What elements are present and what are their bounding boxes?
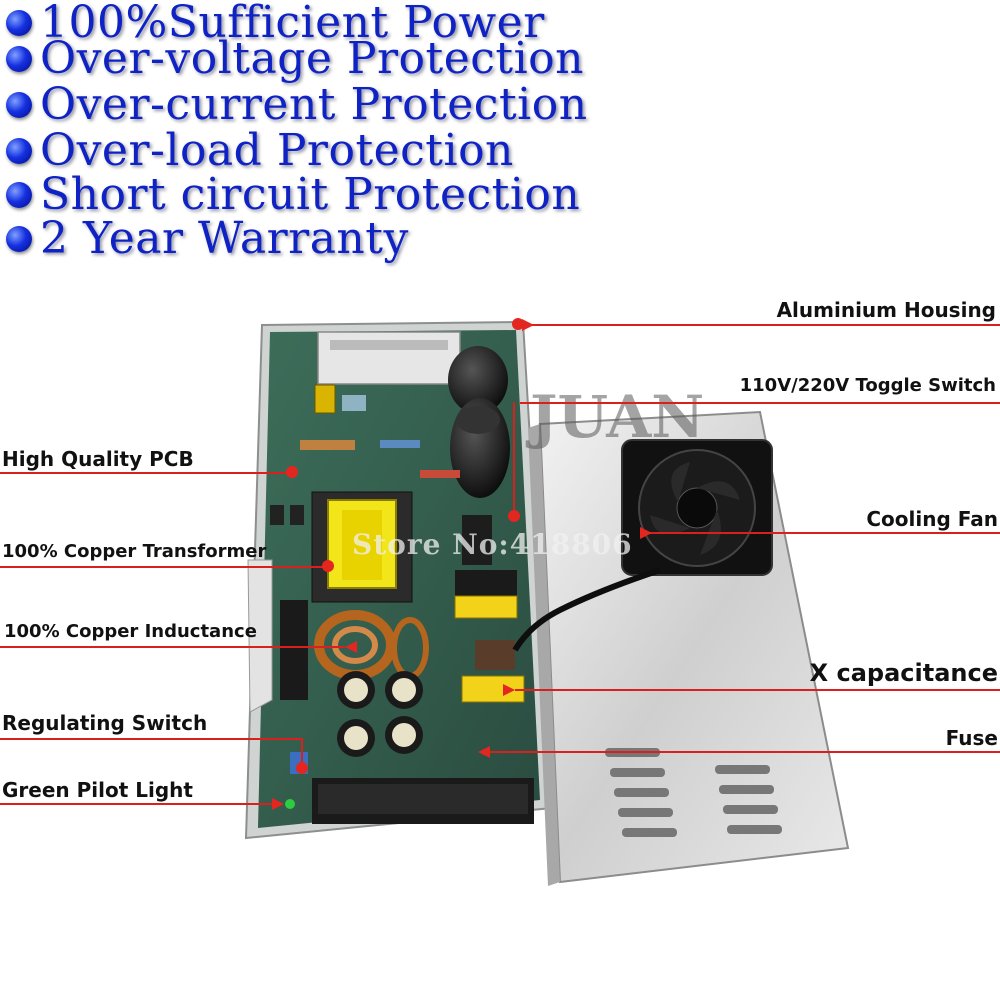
bullet-icon [6,46,32,72]
arrow-icon [522,319,534,331]
bullet-icon [6,138,32,164]
feature-text: Over-voltage Protection [40,33,584,84]
yellow-capacitor [454,595,518,619]
arrow-icon [272,798,284,810]
leader-line [530,324,1000,326]
leader-line [513,402,515,514]
arrow-icon [503,684,515,696]
leader-line [515,689,1000,691]
transformer [311,491,413,603]
callout-cooling-fan: Cooling Fan [866,507,998,531]
heatsink [317,331,461,385]
leader-line [0,646,345,648]
callout-inductance: 100% Copper Inductance [4,621,257,642]
cooling-fan [621,439,773,576]
feature-text: Over-load Protection [40,125,514,176]
leader-line [490,751,1000,753]
feature-text: Short circuit Protection [40,169,581,220]
marker-dot [286,466,298,478]
feature-text: 100%Sufficient Power [40,0,545,48]
marker-dot [296,762,308,774]
callout-aluminium-housing: Aluminium Housing [776,298,996,322]
feature-item: Over-current Protection [0,82,588,128]
arrow-icon [478,746,490,758]
callout-transformer: 100% Copper Transformer [2,541,267,562]
callout-regulating-switch: Regulating Switch [2,711,208,735]
terminal-block [312,778,534,824]
bullet-icon [6,92,32,118]
leader-line [520,402,1000,404]
feature-item: Over-voltage Protection [0,36,584,82]
bulk-capacitors [448,346,510,498]
feature-item: Short circuit Protection [0,172,580,218]
callout-fuse: Fuse [945,726,998,750]
leader-line [0,738,303,740]
leader-line [0,472,288,474]
bullet-icon [6,182,32,208]
bullet-icon [6,10,32,36]
callout-toggle-switch: 110V/220V Toggle Switch [739,375,996,396]
marker-dot [322,560,334,572]
callout-pilot-light: Green Pilot Light [2,778,193,802]
feature-text: Over-current Protection [40,79,588,130]
leader-line [0,566,326,568]
callout-pcb: High Quality PCB [2,447,194,471]
leader-line [301,738,303,764]
watermark: JUAN [530,383,705,451]
feature-item: 100%Sufficient Power [0,0,545,46]
feature-text: 2 Year Warranty [40,213,409,264]
pilot-light [285,799,295,809]
feature-item: Over-load Protection [0,128,514,174]
fan-cable [512,567,661,652]
arrow-icon [640,527,652,539]
marker-dot [512,318,524,330]
leader-line [648,532,1000,534]
marker-dot [508,510,520,522]
watermark-store: Store No:418806 [352,528,633,561]
output-capacitors [337,671,423,757]
callout-x-capacitance: X capacitance [809,659,998,687]
arrow-icon [345,641,357,653]
bullet-icon [6,226,32,252]
feature-item: 2 Year Warranty [0,216,409,262]
leader-line [0,803,280,805]
